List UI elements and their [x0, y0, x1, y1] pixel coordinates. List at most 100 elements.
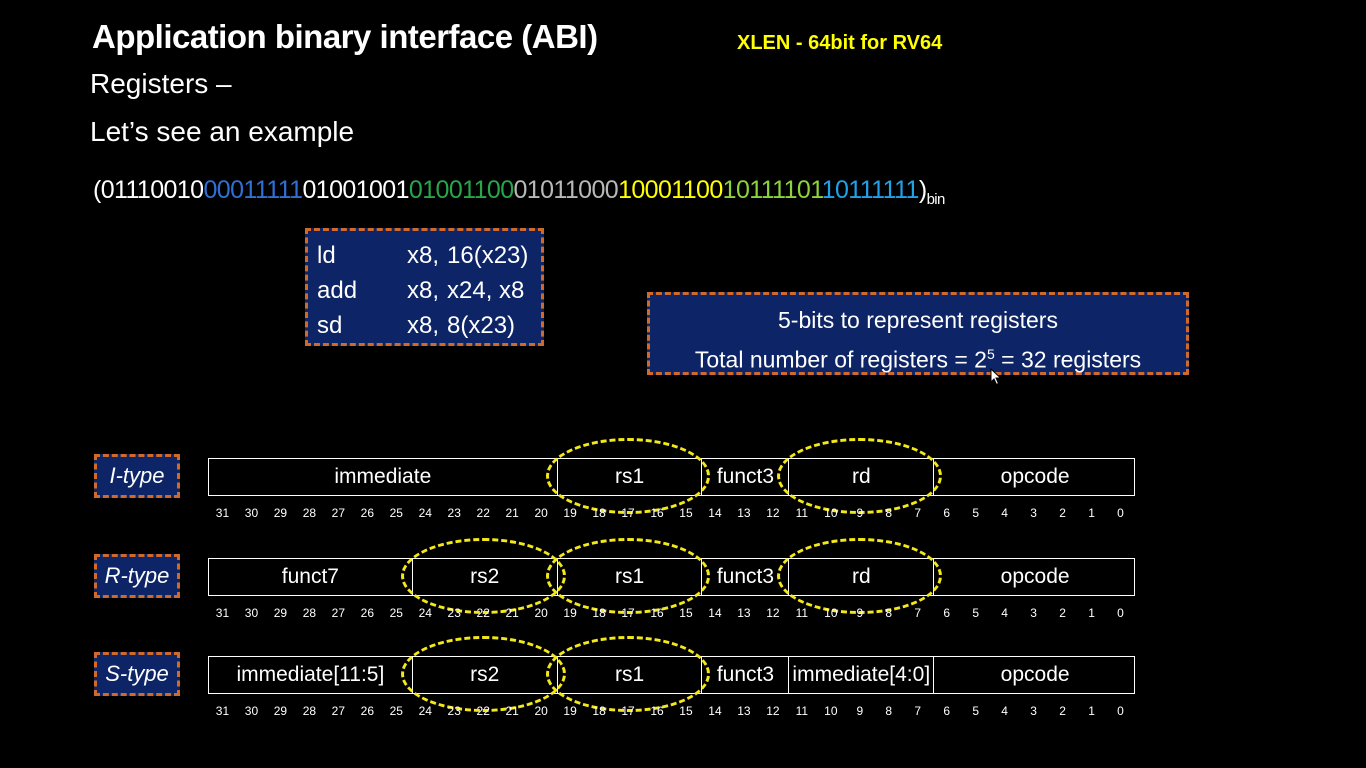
bit-index: 22	[476, 606, 490, 620]
bit-index: 28	[302, 506, 317, 520]
field-funct3: funct3	[701, 657, 788, 693]
bit-index: 6	[943, 606, 951, 620]
bit-index: 8	[885, 606, 893, 620]
bit-index: 28	[302, 606, 317, 620]
bit-index: 2	[1059, 606, 1066, 620]
register-note-line2: Total number of registers = 25 = 32 regi…	[694, 346, 1142, 373]
register-note-line1: 5-bits to represent registers	[778, 307, 1058, 333]
slide-title: Application binary interface (ABI)	[92, 18, 598, 55]
assembly-arg2: 8(x23)	[447, 311, 516, 339]
highlight-oval-rs1	[545, 636, 711, 712]
bit-index: 25	[389, 606, 403, 620]
binary-segment: 01001001	[302, 176, 409, 204]
bit-index: 13	[737, 506, 751, 520]
field-funct7: funct7	[281, 565, 339, 588]
bit-index: 10	[824, 506, 838, 520]
binary-subscript: bin	[926, 191, 946, 208]
bit-index: 6	[943, 506, 951, 520]
bit-index: 13	[737, 704, 751, 718]
bit-index: 18	[592, 704, 606, 718]
bit-index: 0	[1117, 704, 1124, 718]
binary-segments: 0111001000011111010010010100110001011000…	[101, 176, 920, 204]
bit-index: 10	[824, 606, 838, 620]
bit-index: 15	[679, 606, 693, 620]
bit-index: 13	[737, 606, 751, 620]
format-label-i-type: I-type	[94, 454, 180, 498]
bit-index: 5	[972, 606, 980, 620]
bit-index: 6	[943, 704, 951, 718]
bit-index: 5	[972, 506, 980, 520]
bit-index: 20	[534, 606, 548, 620]
bit-index: 7	[914, 506, 922, 520]
bit-index: 16	[650, 506, 664, 520]
bit-index: 10	[824, 704, 838, 718]
bit-index: 17	[621, 506, 635, 520]
bit-index: 26	[360, 606, 375, 620]
bit-index: 29	[273, 506, 288, 520]
bit-index: 14	[708, 704, 722, 718]
bit-index: 9	[856, 506, 864, 520]
highlight-oval-rd	[777, 538, 943, 614]
bit-index: 24	[418, 606, 432, 620]
format-label-s-type: S-type	[94, 652, 180, 696]
bit-index: 26	[360, 704, 375, 718]
bit-index: 4	[1001, 606, 1008, 620]
field-immediate-11-5: immediate[11:5]	[236, 663, 385, 686]
bit-index: 9	[856, 704, 864, 718]
bit-index: 29	[273, 704, 288, 718]
bit-index: 31	[215, 704, 230, 718]
highlight-oval-rs2	[400, 538, 566, 614]
bit-index: 14	[708, 506, 722, 520]
registers-heading: Registers –	[90, 68, 232, 99]
bit-index: 22	[476, 704, 490, 718]
bit-index: 19	[563, 506, 577, 520]
assembly-arg1: x8,	[406, 311, 439, 339]
binary-segment: 10111111	[821, 176, 920, 204]
bit-index: 16	[650, 606, 664, 620]
field-funct3: funct3	[701, 559, 788, 595]
bit-index: 23	[447, 704, 461, 718]
bit-index: 8	[885, 506, 893, 520]
highlight-oval-rs1	[545, 438, 711, 514]
bit-index: 7	[914, 704, 922, 718]
bit-index: 19	[563, 704, 577, 718]
bit-index: 29	[273, 606, 288, 620]
bit-index: 22	[476, 506, 490, 520]
bit-index: 25	[389, 704, 403, 718]
binary-open-paren: (	[93, 176, 101, 204]
bit-index: 7	[914, 606, 922, 620]
bit-index: 21	[505, 506, 519, 520]
binary-segment: 01011000	[513, 176, 619, 204]
bit-index: 15	[679, 506, 693, 520]
bit-index: 1	[1088, 606, 1095, 620]
bit-index: 12	[766, 704, 780, 718]
bit-index: 0	[1117, 506, 1124, 520]
bit-index: 4	[1001, 506, 1008, 520]
register-note-box: 5-bits to represent registers Total numb…	[647, 292, 1189, 375]
bit-index: 12	[766, 606, 780, 620]
bit-index: 5	[972, 704, 980, 718]
bit-index: 30	[244, 704, 259, 718]
bit-index: 28	[302, 704, 317, 718]
bit-index: 11	[795, 606, 809, 620]
bit-index: 11	[795, 704, 809, 718]
field-immediate: immediate	[334, 465, 432, 488]
field-immediate-4-0: immediate[4:0]	[788, 657, 933, 693]
bit-index: 19	[563, 606, 577, 620]
bit-index: 23	[447, 606, 461, 620]
bit-index: 24	[418, 506, 432, 520]
highlight-oval-rd	[777, 438, 943, 514]
bit-index: 3	[1030, 506, 1037, 520]
assembly-arg1: x8,	[406, 276, 439, 304]
highlight-oval-rs1	[545, 538, 711, 614]
bit-index: 31	[215, 506, 230, 520]
bit-index: 16	[650, 704, 664, 718]
assembly-arg1: x8,	[406, 241, 439, 269]
bit-index: 9	[856, 606, 864, 620]
bit-index: 18	[592, 506, 606, 520]
bit-index: 18	[592, 606, 606, 620]
